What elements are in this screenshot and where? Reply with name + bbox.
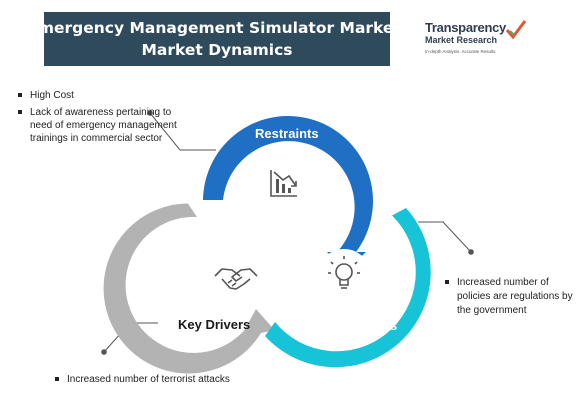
bullet-item: High Cost: [18, 89, 188, 102]
lightbulb-icon: [328, 256, 360, 289]
restraints-connector-dot: [147, 110, 153, 116]
bullet-item: Lack of awareness pertaining to need of …: [18, 106, 188, 145]
restraints-icon-badge: [257, 157, 309, 209]
opportunities-bullet-list: Increased number of policies are regulat…: [445, 276, 580, 318]
restraints-label: Restraints: [255, 126, 319, 141]
restraints-connector: [149, 112, 216, 151]
declining-chart-icon: [270, 170, 297, 197]
logo-check-icon: [505, 20, 527, 40]
title-line-1: Emergency Management Simulator Market,: [27, 19, 407, 37]
opportunities-label: Opportunities: [312, 318, 398, 333]
key-drivers-label: Key Drivers: [178, 317, 251, 332]
opportunities-connector-dot: [468, 249, 474, 255]
handshake-icon: [214, 268, 258, 290]
drivers-bullet-list: Increased number of terrorist attacks: [55, 373, 315, 386]
logo-line-2: Market Research: [425, 35, 498, 45]
bullet-item: Increased number of terrorist attacks: [55, 373, 315, 386]
opportunities-ring: [265, 208, 431, 368]
opportunities-connector: [418, 221, 472, 253]
title-line-2: Market Dynamics: [141, 41, 293, 59]
restraints-bullet-list: High Cost Lack of awareness pertaining t…: [18, 89, 188, 145]
title-banner: Emergency Management Simulator Market, M…: [27, 12, 407, 66]
bullet-item: Increased number of policies are regulat…: [445, 276, 580, 318]
logo-line-1: Transparency: [425, 20, 506, 35]
restraints-ring: [203, 116, 373, 271]
company-logo: Transparency Market Research In-depth An…: [425, 20, 535, 70]
logo-line-3: In-depth Analysis. Accurate Results: [425, 49, 496, 54]
drivers-connector-dot: [101, 349, 107, 355]
drivers-icon-badge: [210, 251, 262, 303]
